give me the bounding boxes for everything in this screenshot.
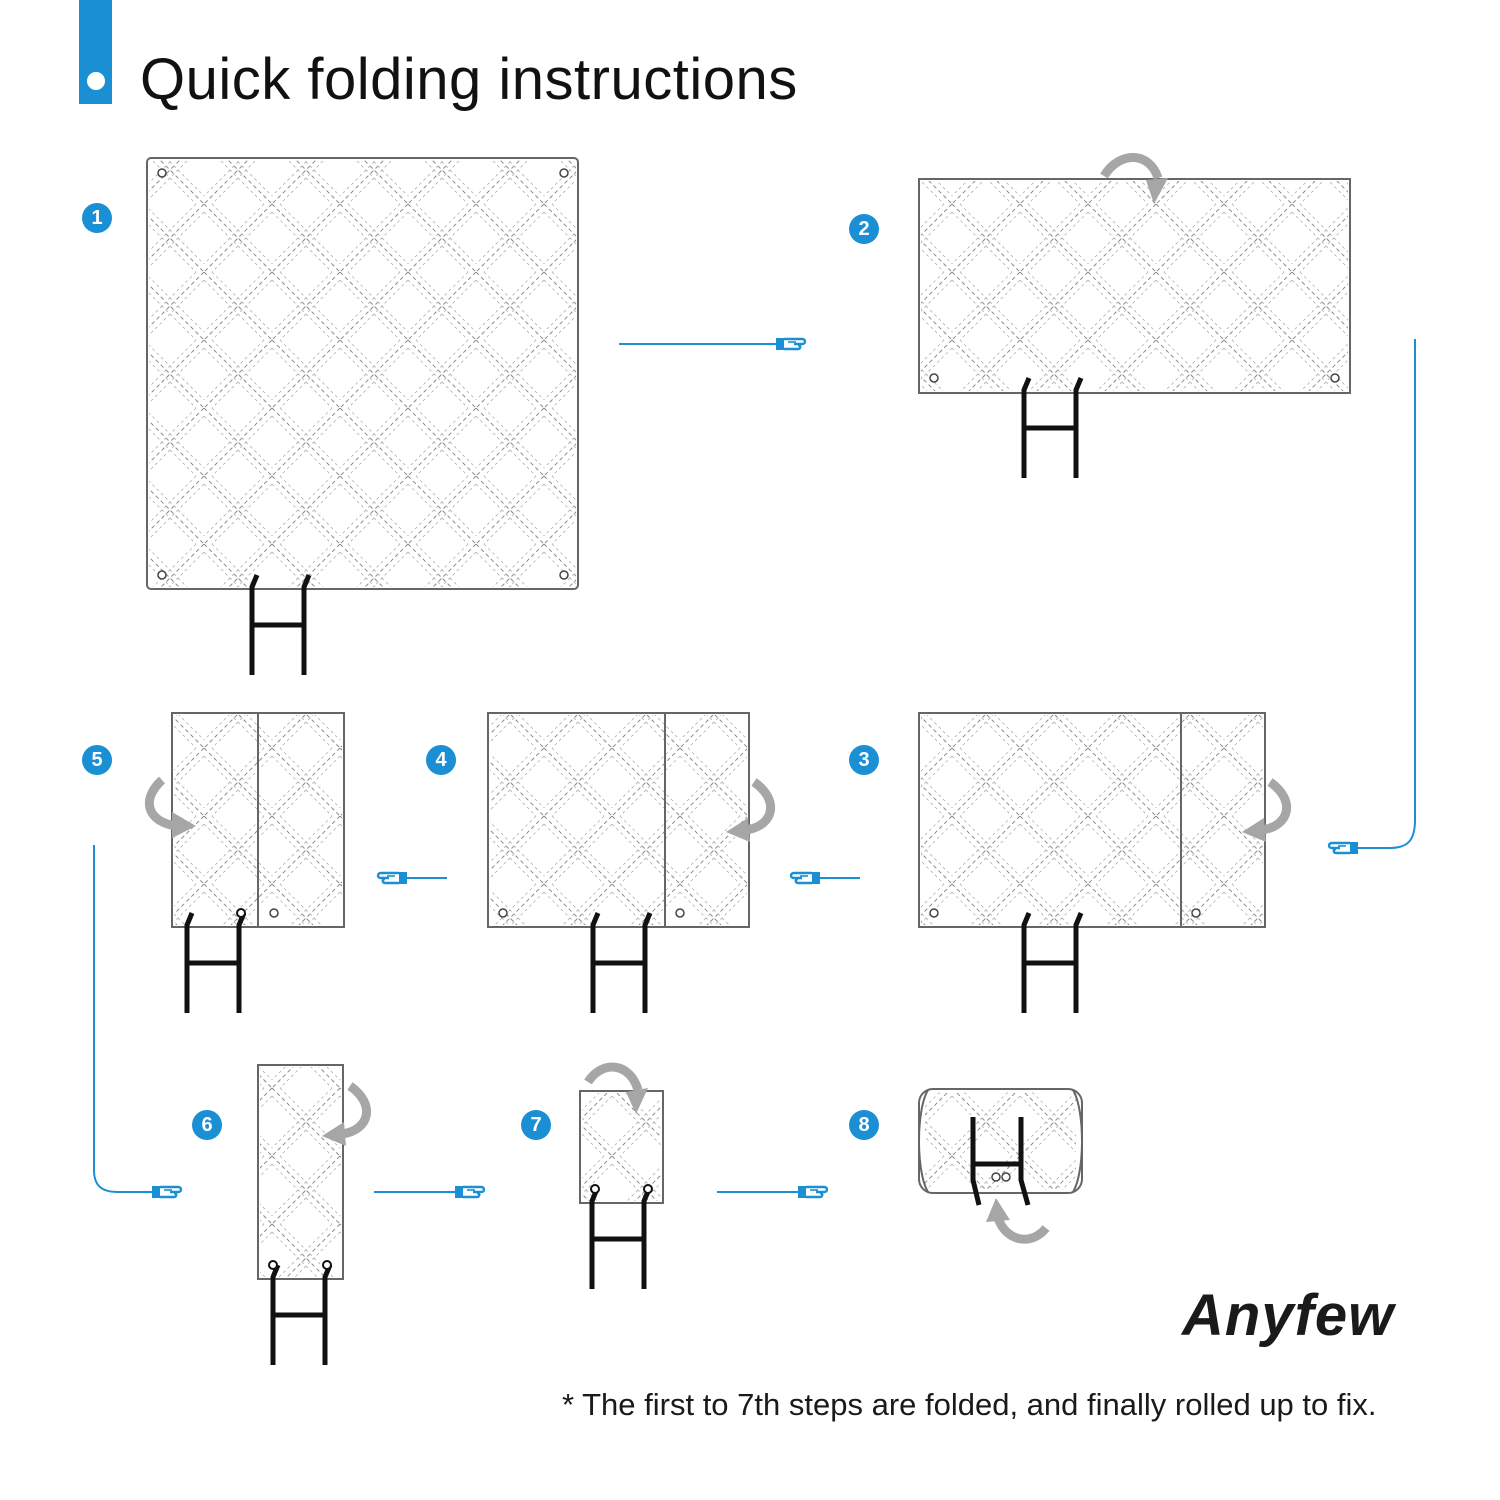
grommet-icon (590, 1184, 600, 1194)
pointing-hand-icon (796, 1184, 829, 1200)
step-badge-7: 7 (521, 1110, 551, 1140)
grommet-icon (643, 1184, 653, 1194)
pointing-hand-icon (376, 870, 409, 886)
connector-2-to-3 (1327, 339, 1416, 856)
grommet-icon (322, 1260, 332, 1270)
fold-arrow-icon (626, 1088, 648, 1114)
connector-6-to-7 (374, 1184, 486, 1200)
grommet-icon (1330, 373, 1340, 383)
fold-arrow-icon (1100, 153, 1163, 180)
pointing-hand-icon (1327, 840, 1360, 856)
connector-3-to-4 (789, 870, 860, 886)
step-7-blanket (579, 1062, 664, 1289)
step-1-blanket (146, 157, 579, 675)
grommet-icon (498, 908, 508, 918)
header-accent-tab (79, 0, 112, 104)
grommet-icon (991, 1172, 1001, 1182)
connector-4-to-5 (376, 870, 447, 886)
step-6-blanket (257, 1064, 371, 1365)
step-2-blanket (918, 153, 1351, 478)
fold-arrow-icon (1242, 818, 1266, 842)
fold-arrow-icon (745, 778, 775, 835)
connector-5-to-6 (93, 845, 183, 1200)
step-badge-1: 1 (82, 203, 112, 233)
step-badge-2: 2 (849, 214, 879, 244)
grommet-icon (675, 908, 685, 918)
connector-1-to-2 (619, 336, 807, 352)
brand-logo: Anyfew (1182, 1283, 1395, 1348)
grommet-icon (157, 570, 167, 580)
fold-arrow-icon (341, 1082, 371, 1139)
pointing-hand-icon (150, 1184, 183, 1200)
footnote: * The first to 7th steps are folded, and… (562, 1387, 1377, 1422)
step-8-rolled-blanket (918, 1088, 1083, 1244)
fold-arrow-icon (144, 776, 177, 831)
fold-arrow-icon (1146, 178, 1168, 204)
fold-arrow-icon (1261, 778, 1291, 835)
step-badge-3: 3 (849, 745, 879, 775)
step-3-blanket (918, 712, 1291, 1013)
step-badge-6: 6 (192, 1110, 222, 1140)
fold-arrow-icon (322, 1122, 346, 1146)
grommet-icon (157, 168, 167, 178)
pointing-hand-icon (789, 870, 822, 886)
pointing-hand-icon (774, 336, 807, 352)
grommet-icon (268, 1260, 278, 1270)
pointing-hand-icon (453, 1184, 486, 1200)
grommet-icon (559, 168, 569, 178)
page-title: Quick folding instructions (140, 47, 798, 112)
grommet-icon (929, 908, 939, 918)
step-badge-4: 4 (426, 745, 456, 775)
step-5-blanket (144, 712, 345, 1013)
step-4-blanket (487, 712, 775, 1013)
fold-arrow-icon (986, 1198, 1010, 1222)
step-badge-5: 5 (82, 745, 112, 775)
grommet-icon (236, 908, 246, 918)
fold-arrow-icon (726, 818, 750, 842)
grommet-icon (929, 373, 939, 383)
grommet-icon (1191, 908, 1201, 918)
fold-arrow-icon (172, 812, 196, 838)
fold-arrow-icon (993, 1216, 1050, 1244)
step-badge-8: 8 (849, 1110, 879, 1140)
grommet-icon (269, 908, 279, 918)
connector-7-to-8 (717, 1184, 829, 1200)
grommet-icon (1001, 1172, 1011, 1182)
grommet-icon (559, 570, 569, 580)
fold-arrow-icon (584, 1062, 643, 1092)
